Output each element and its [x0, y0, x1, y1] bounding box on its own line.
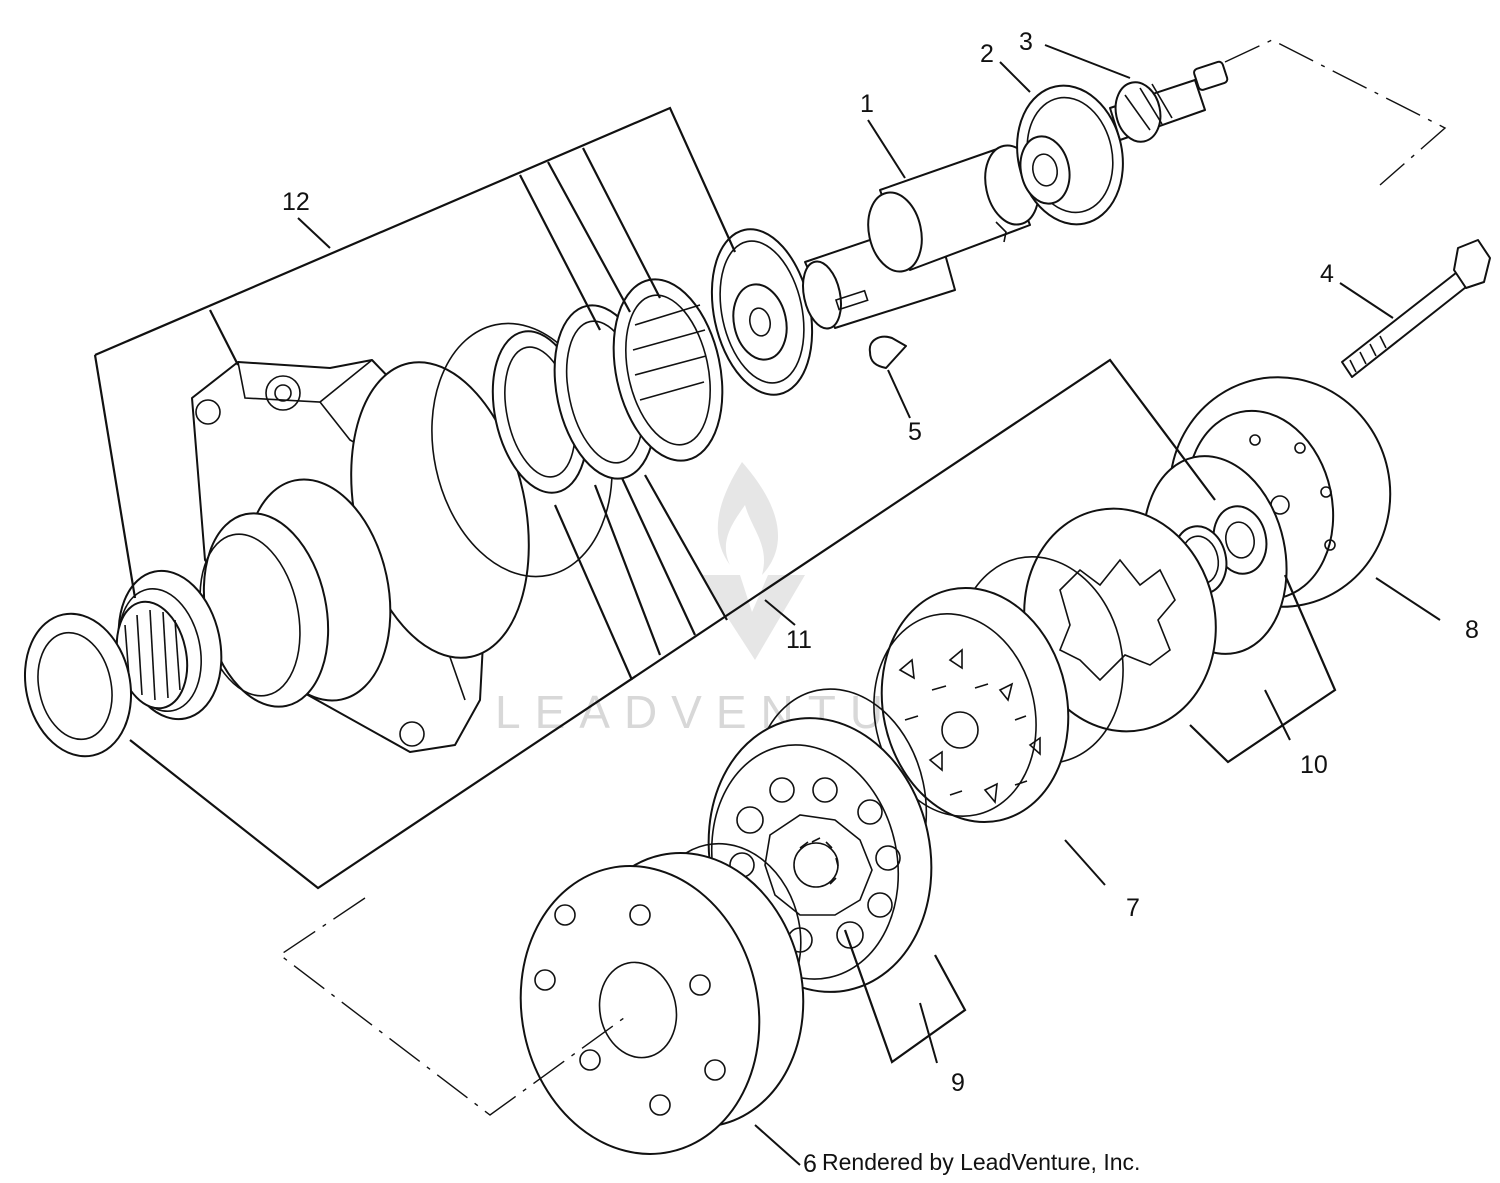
- bearing-rollers: [124, 609, 181, 701]
- callout-2: 2: [980, 40, 994, 68]
- callout-6: 6: [803, 1150, 817, 1178]
- credit-text: Rendered by LeadVenture, Inc.: [822, 1149, 1140, 1175]
- part-6-end-plate: [519, 852, 805, 1155]
- callout-3: 3: [1019, 28, 1033, 56]
- callout-12: 12: [282, 188, 310, 216]
- callout-5: 5: [908, 418, 922, 446]
- callout-1: 1: [860, 90, 874, 118]
- callout-9: 9: [951, 1069, 965, 1097]
- part-12-housing: [23, 322, 613, 758]
- callout-10: 10: [1300, 751, 1328, 779]
- leader-lines: [297, 44, 1441, 1166]
- part-11-seals: [491, 278, 724, 494]
- callout-8: 8: [1465, 616, 1479, 644]
- part-4-bolt: [1341, 239, 1491, 378]
- part-2-washer: [1016, 84, 1124, 226]
- watermark-v-icon: [700, 575, 805, 660]
- part-7-valve-plate: [873, 507, 1217, 823]
- callout-4: 4: [1320, 260, 1334, 288]
- callout-7: 7: [1126, 894, 1140, 922]
- callout-11: 11: [786, 626, 812, 654]
- callouts: 1 2 3 4 5 6 7 8 9 10 11 12: [282, 28, 1479, 1178]
- part-5-key: [868, 335, 907, 369]
- center-lines: [278, 39, 1447, 1116]
- part-3-drive-link: [1109, 60, 1229, 143]
- watermark-flame-icon: [717, 462, 779, 575]
- part-1-shaft: [802, 144, 1040, 330]
- thrust-bearing: [710, 228, 814, 396]
